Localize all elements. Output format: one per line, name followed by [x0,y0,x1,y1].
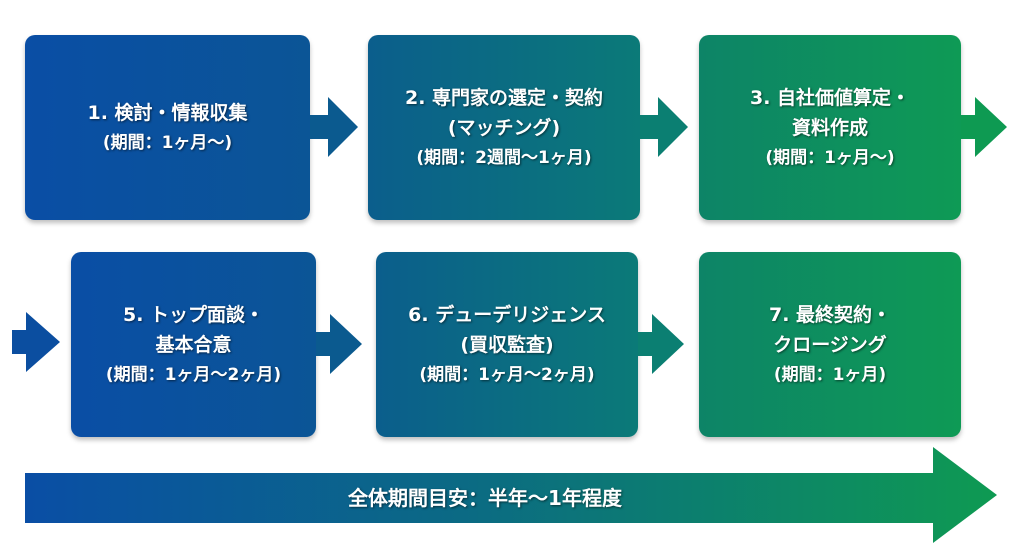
step-3-period: (期間：1ヶ月〜) [765,147,895,168]
step-5-subtitle: 基本合意 [155,333,232,356]
step-7-subtitle: クロージング [773,333,887,356]
step-2-subtitle: (マッチング) [447,116,561,139]
step-5-period: (期間：1ヶ月〜2ヶ月) [105,364,282,385]
step-6-subtitle: (買収監査) [460,333,554,356]
step-6-title: 6. デューデリジェンス [408,303,606,326]
step-3-box: 3. 自社価値算定・ 資料作成 (期間：1ヶ月〜) [699,35,961,220]
step-7-period: (期間：1ヶ月) [773,364,887,385]
arrow-right-icon [638,312,688,377]
step-1-box: 1. 検討・情報収集 (期間：1ヶ月〜) [25,35,310,220]
step-5-title: 5. トップ面談・ [122,303,265,326]
arrow-right-icon [640,95,690,160]
step-6-period: (期間：1ヶ月〜2ヶ月) [419,364,595,385]
step-7-title: 7. 最終契約・ [768,303,892,326]
step-2-box: 2. 専門家の選定・契約 (マッチング) (期間：2週間〜1ヶ月) [368,35,640,220]
step-3-subtitle: 資料作成 [791,116,868,139]
arrow-right-icon [316,312,366,377]
overall-timeline-arrow [25,447,997,543]
step-3-title: 3. 自社価値算定・ [749,86,911,109]
step-1-title: 1. 検討・情報収集 [87,101,248,124]
overall-timeline-label: 全体期間目安：半年〜1年程度 [348,485,622,510]
step-2-title: 2. 専門家の選定・契約 [404,86,604,109]
step-2-period: (期間：2週間〜1ヶ月) [416,147,592,168]
step-5-box: 5. トップ面談・ 基本合意 (期間：1ヶ月〜2ヶ月) [71,252,316,437]
arrow-right-icon [961,95,1011,160]
arrow-right-icon [12,310,64,375]
step-1-period: (期間：1ヶ月〜) [102,132,233,153]
step-7-box: 7. 最終契約・ クロージング (期間：1ヶ月) [699,252,961,437]
step-6-box: 6. デューデリジェンス (買収監査) (期間：1ヶ月〜2ヶ月) [376,252,638,437]
arrow-right-icon [310,95,360,160]
